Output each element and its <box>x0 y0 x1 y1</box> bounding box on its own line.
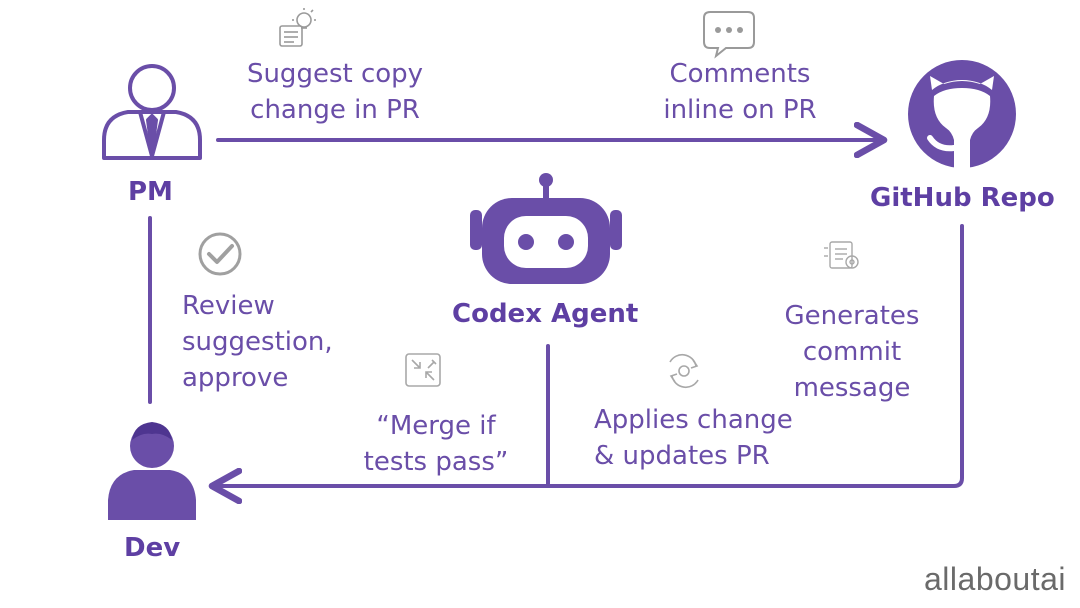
robot-icon <box>470 173 622 284</box>
step-generates-line-1: Generates <box>784 301 920 331</box>
sync-gear-icon <box>669 353 699 389</box>
step-review-approve: Review suggestion, approve <box>182 288 333 396</box>
step-comments-line-2: inline on PR <box>663 95 817 125</box>
step-comments-inline: Comments inline on PR <box>650 56 830 128</box>
step-applies-line-1: Applies change <box>594 405 793 435</box>
github-icon <box>908 60 1016 168</box>
dev-label: Dev <box>124 533 181 563</box>
step-review-line-3: approve <box>182 363 289 393</box>
step-applies-change: Applies change & updates PR <box>594 402 793 474</box>
merge-arrows-icon <box>405 353 441 387</box>
step-merge-line-1: “Merge if <box>376 411 496 441</box>
step-generates-commit: Generates commit message <box>772 298 932 406</box>
codex-agent-label: Codex Agent <box>452 299 639 329</box>
step-review-line-1: Review <box>182 291 275 321</box>
step-review-line-2: suggestion, <box>182 327 333 357</box>
github-repo-label: GitHub Repo <box>870 183 1055 213</box>
doc-gear-icon <box>824 241 859 269</box>
pm-label: PM <box>128 177 173 207</box>
step-applies-line-2: & updates PR <box>594 441 770 471</box>
person-pm-icon <box>102 64 202 160</box>
person-dev-icon <box>108 422 196 520</box>
check-circle-icon <box>198 232 242 276</box>
step-merge-line-2: tests pass” <box>363 447 509 477</box>
step-merge-if-tests-pass: “Merge if tests pass” <box>346 408 526 480</box>
chat-bubble-icon <box>703 11 755 59</box>
arrow-github-to-dev <box>212 224 964 486</box>
lightbulb-doc-icon <box>279 8 316 47</box>
step-suggest-copy-change: Suggest copy change in PR <box>230 56 440 128</box>
step-comments-line-1: Comments <box>669 59 811 89</box>
step-suggest-line-2: change in PR <box>250 95 420 125</box>
step-suggest-line-1: Suggest copy <box>246 59 424 89</box>
step-generates-line-2: commit <box>802 337 902 367</box>
step-generates-line-3: message <box>793 373 911 403</box>
allaboutai-watermark: allaboutai <box>924 561 1066 597</box>
